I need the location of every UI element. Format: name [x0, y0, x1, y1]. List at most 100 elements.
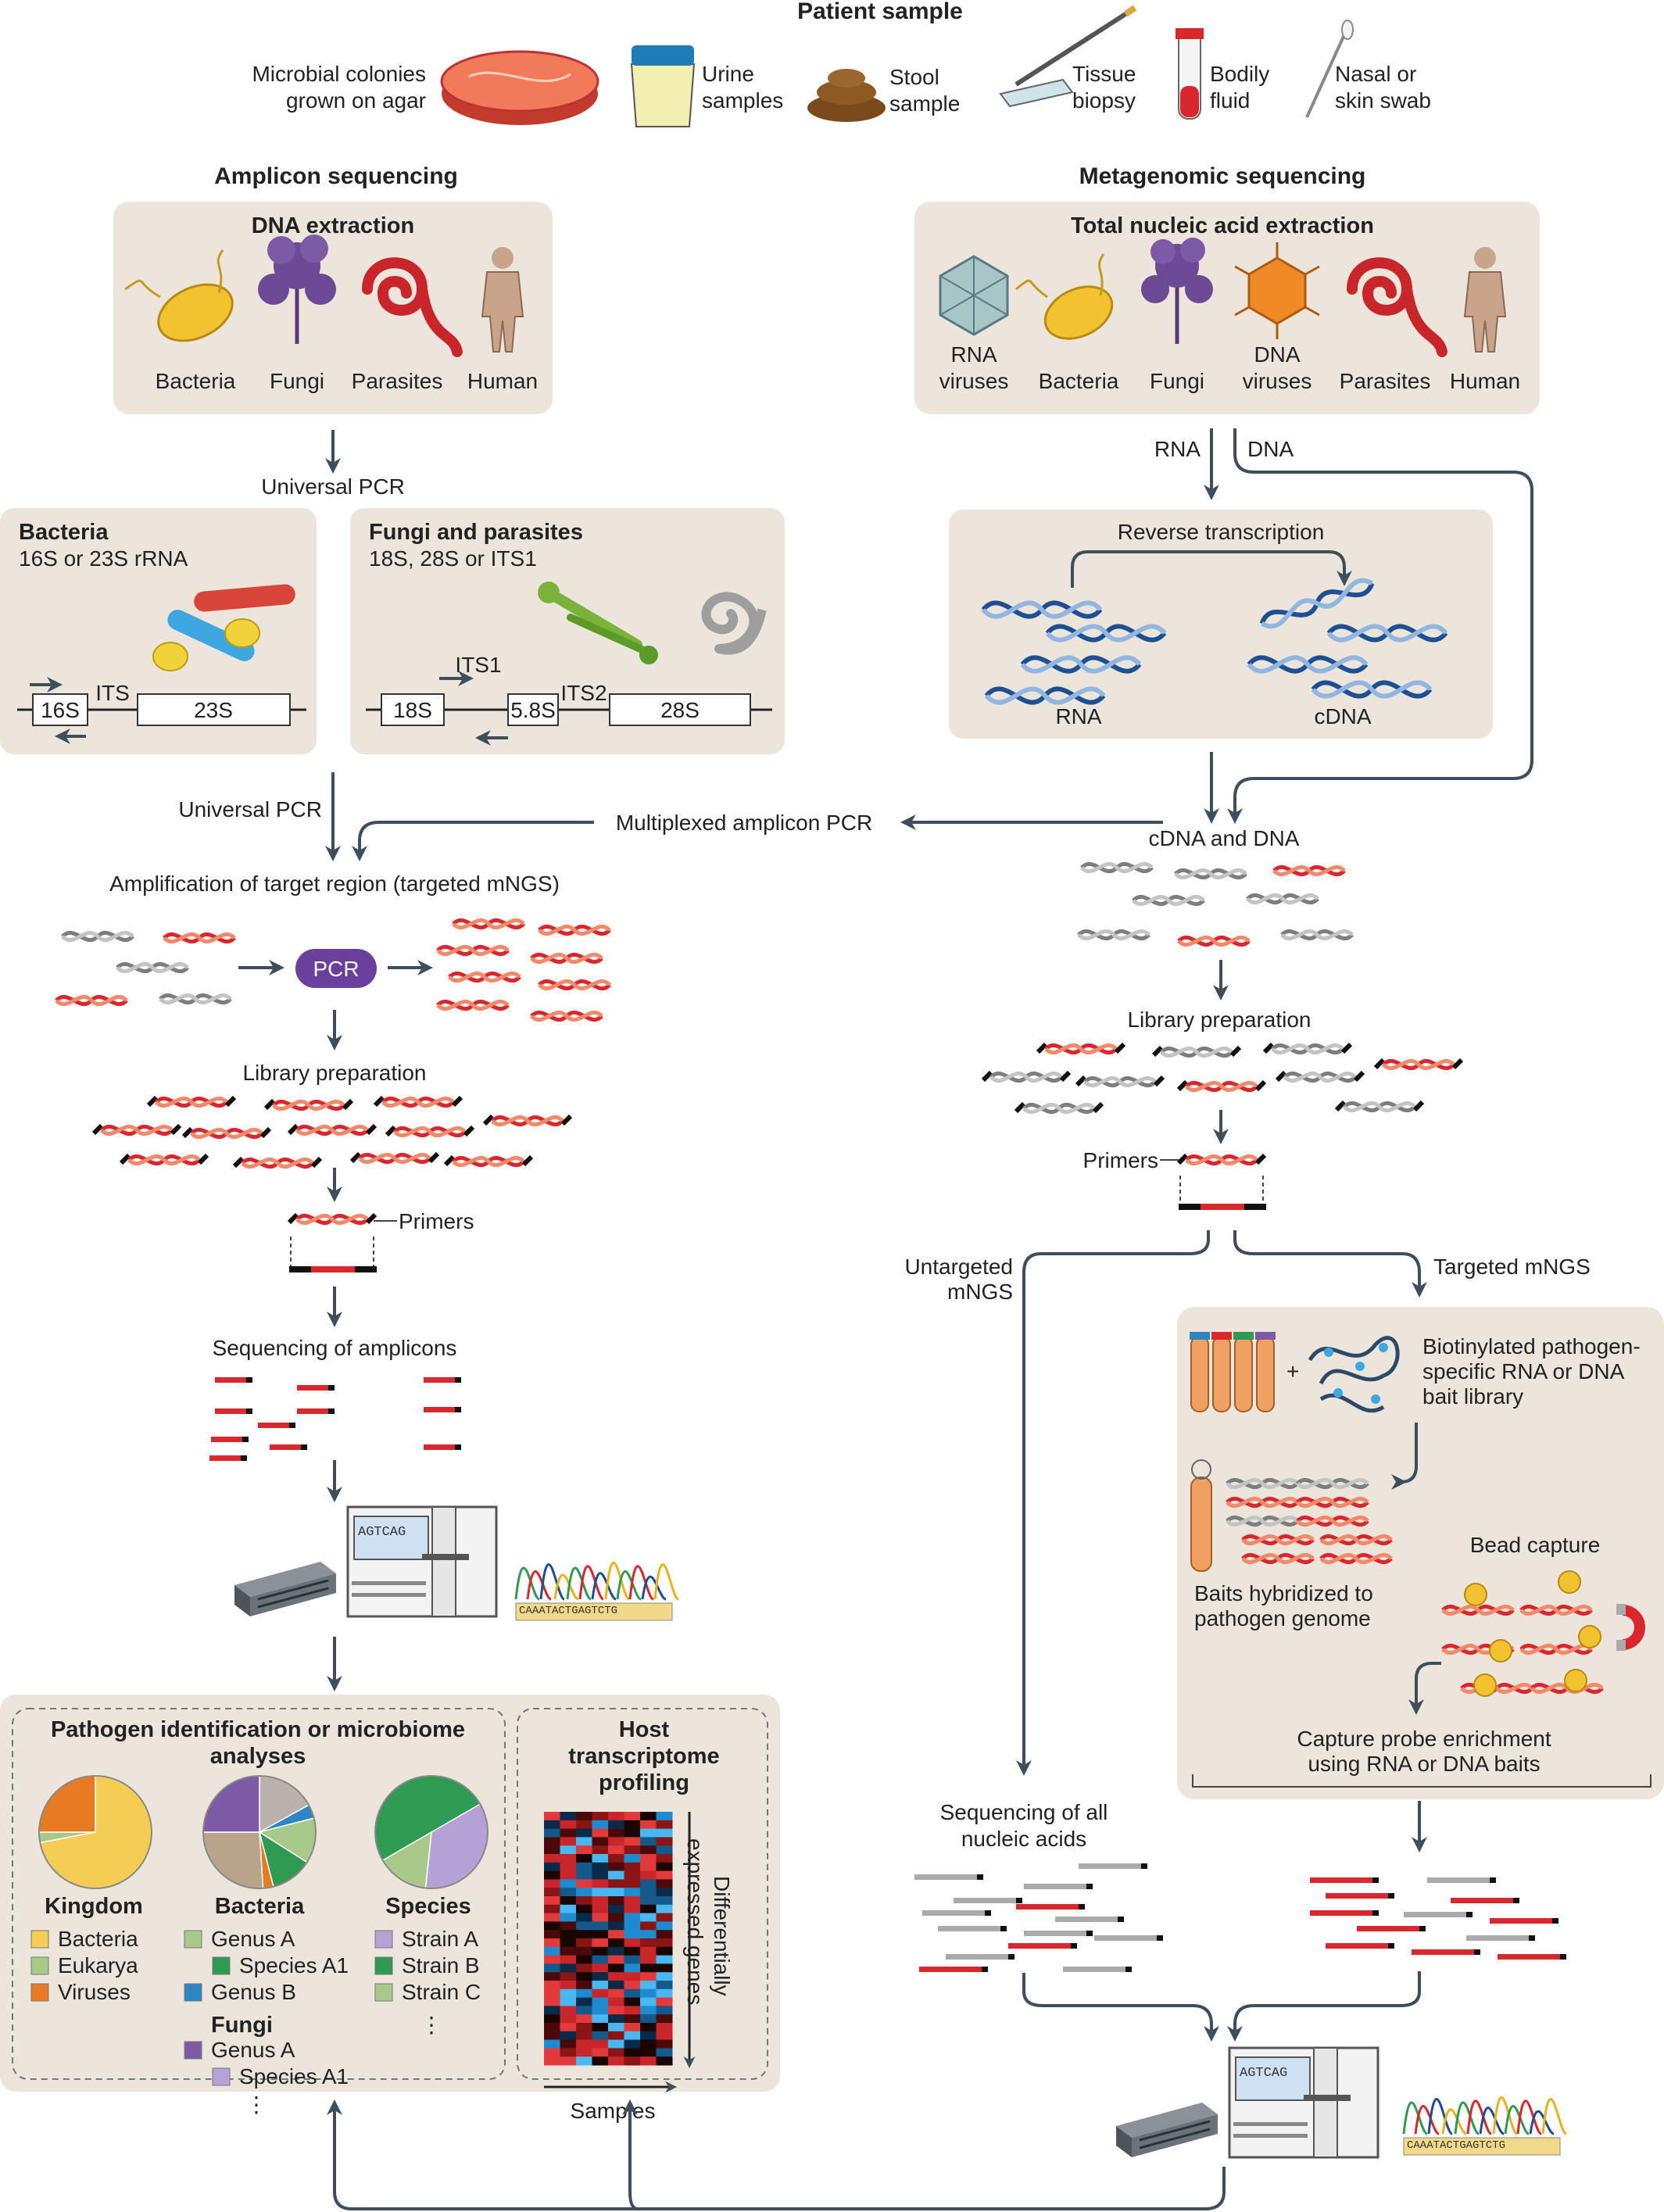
- heatmap-cell: [544, 1845, 560, 1855]
- heatmap-cell: [624, 1938, 641, 1948]
- bacteria-chart-title: Bacteria: [215, 1894, 305, 1919]
- heatmap-cell: [624, 1955, 641, 1964]
- heatmap-cell: [608, 1988, 624, 1999]
- heatmap-cell: [560, 2006, 577, 2015]
- capture-probe-line2: using RNA or DNA baits: [1308, 1752, 1540, 1776]
- legend-label-species-a1: Species A1: [239, 1953, 349, 1978]
- legend-label-strain-a: Strain A: [402, 1927, 478, 1951]
- heatmap-cell: [624, 1930, 641, 1939]
- heatmap-cell: [592, 2006, 609, 2015]
- heatmap-cell: [624, 1870, 641, 1880]
- sample-urine-line2: samples: [702, 88, 783, 113]
- heatmap-cell: [656, 1879, 673, 1888]
- gene-5-8s: [507, 693, 559, 726]
- heatmap-cell: [560, 1820, 577, 1830]
- gene-18s: [381, 693, 445, 726]
- bait-text-line2: specific RNA or DNA: [1422, 1359, 1625, 1383]
- heatmap-cell: [608, 1972, 624, 1981]
- legend-label-fungi-species-a1: Species A1: [239, 2064, 349, 2089]
- heatmap-cell: [640, 1888, 657, 1897]
- heatmap-cell: [592, 2014, 609, 2024]
- legend-label-fungi-genus-a: Genus A: [211, 2038, 295, 2062]
- bacteria-legend-ellipsis: ⋮: [245, 2092, 267, 2117]
- heatmap-cell: [576, 1862, 592, 1872]
- total-extraction-title: Total nucleic acid extraction: [1071, 213, 1374, 238]
- heatmap-cell: [592, 1988, 609, 1999]
- organism-fungi: Fungi: [270, 369, 324, 393]
- human-icon-right: [1463, 247, 1507, 353]
- agar-plate-icon: [440, 50, 599, 125]
- heatmap-cell: [624, 2031, 641, 2041]
- heatmap-cell: [576, 1921, 592, 1931]
- organism-human-right: Human: [1450, 369, 1520, 393]
- right-library-prep-label: Library preparation: [1127, 1008, 1311, 1032]
- heatmap-cell: [544, 2014, 560, 2024]
- heatmap-cell: [592, 1921, 609, 1931]
- kingdom-pie-outline: [38, 1775, 152, 1889]
- sample-fluid-line2: fluid: [1210, 88, 1250, 113]
- bacteria-primer-subtitle: 16S or 23S rRNA: [19, 546, 188, 571]
- heatmap-cell: [608, 1879, 624, 1888]
- heatmap-cell: [624, 1946, 641, 1956]
- left-sequencer-icon: [233, 1505, 498, 1618]
- rt-cdna-label: cDNA: [1314, 704, 1371, 728]
- universal-pcr-label-1: Universal PCR: [261, 474, 405, 499]
- heatmap-cell: [560, 1955, 577, 1964]
- heatmap-cell: [592, 1955, 609, 1964]
- host-title-line3: profiling: [599, 1770, 689, 1795]
- heatmap-cell: [656, 2039, 673, 2049]
- heatmap-cell: [624, 2006, 641, 2015]
- heatmap-cell: [560, 1862, 577, 1872]
- heatmap-cell: [576, 1879, 592, 1888]
- heatmap-cell: [640, 1913, 657, 1922]
- organism-bacteria-right: Bacteria: [1039, 369, 1119, 393]
- legend-swatch-fungi-species-a1: [212, 2067, 231, 2086]
- heatmap-cell: [624, 1913, 641, 1922]
- heatmap-cell: [544, 1981, 560, 1990]
- pcr-pill: [295, 949, 377, 988]
- heatmap-cell: [640, 2048, 657, 2057]
- heatmap-cell: [544, 1921, 560, 1931]
- heatmap-cell: [592, 1845, 609, 1855]
- hybridization-tube-icon: [1190, 1459, 1212, 1572]
- heatmap-cell: [640, 1854, 657, 1863]
- gene-18s-label: 18S: [393, 698, 432, 722]
- right-primers-label: Primers: [1083, 1148, 1158, 1172]
- heatmap-cell: [544, 1988, 560, 1999]
- gene-16s: [32, 693, 88, 726]
- heatmap-cell: [560, 1913, 577, 1922]
- right-chromatogram-seq: CAAATACTGAGTCTG: [1407, 2139, 1505, 2152]
- heatmap-cell: [544, 1879, 560, 1888]
- heatmap-cell: [576, 1963, 592, 1973]
- heatmap-cell: [560, 1997, 577, 2006]
- bacteria-pie: [202, 1775, 317, 1889]
- heatmap-cell: [624, 1904, 641, 1914]
- amplicon-sequencing-title: Amplicon sequencing: [214, 163, 458, 189]
- gene-28s-label: 28S: [660, 698, 700, 722]
- heatmap-cell: [576, 1828, 592, 1838]
- capture-probe-line1: Capture probe enrichment: [1297, 1727, 1551, 1751]
- heatmap-y-label-2: expressed genes: [683, 1838, 707, 2005]
- heatmap-cell: [624, 1988, 641, 1999]
- heatmap-cell: [656, 1888, 673, 1897]
- heatmap-cell: [640, 1870, 657, 1880]
- organism-dna-viruses-line2: viruses: [1243, 369, 1312, 393]
- heatmap-cell: [640, 1896, 657, 1906]
- bacteria-icon: [124, 249, 234, 342]
- heatmap-cell: [656, 1972, 673, 1981]
- dna-virus-icon: [1234, 242, 1320, 339]
- bead-capture-label: Bead capture: [1470, 1533, 1601, 1557]
- heatmap-cell: [640, 1963, 657, 1973]
- heatmap-cell: [624, 1963, 641, 1973]
- sample-tubes-icon: [1190, 1332, 1276, 1412]
- heatmap-cell: [592, 1837, 609, 1846]
- heatmap-cell: [560, 1854, 577, 1863]
- heatmap-cell: [592, 1870, 609, 1880]
- legend-swatch-genus-a: [184, 1930, 202, 1949]
- sample-agar-line1: Microbial colonies: [252, 62, 426, 86]
- heatmap-cell: [576, 1946, 592, 1956]
- metagenomic-title: Metagenomic sequencing: [1079, 163, 1366, 189]
- fungi-legend-title: Fungi: [211, 2013, 273, 2038]
- left-chromatogram-seq: CAAATACTGAGTCTG: [519, 1605, 617, 1617]
